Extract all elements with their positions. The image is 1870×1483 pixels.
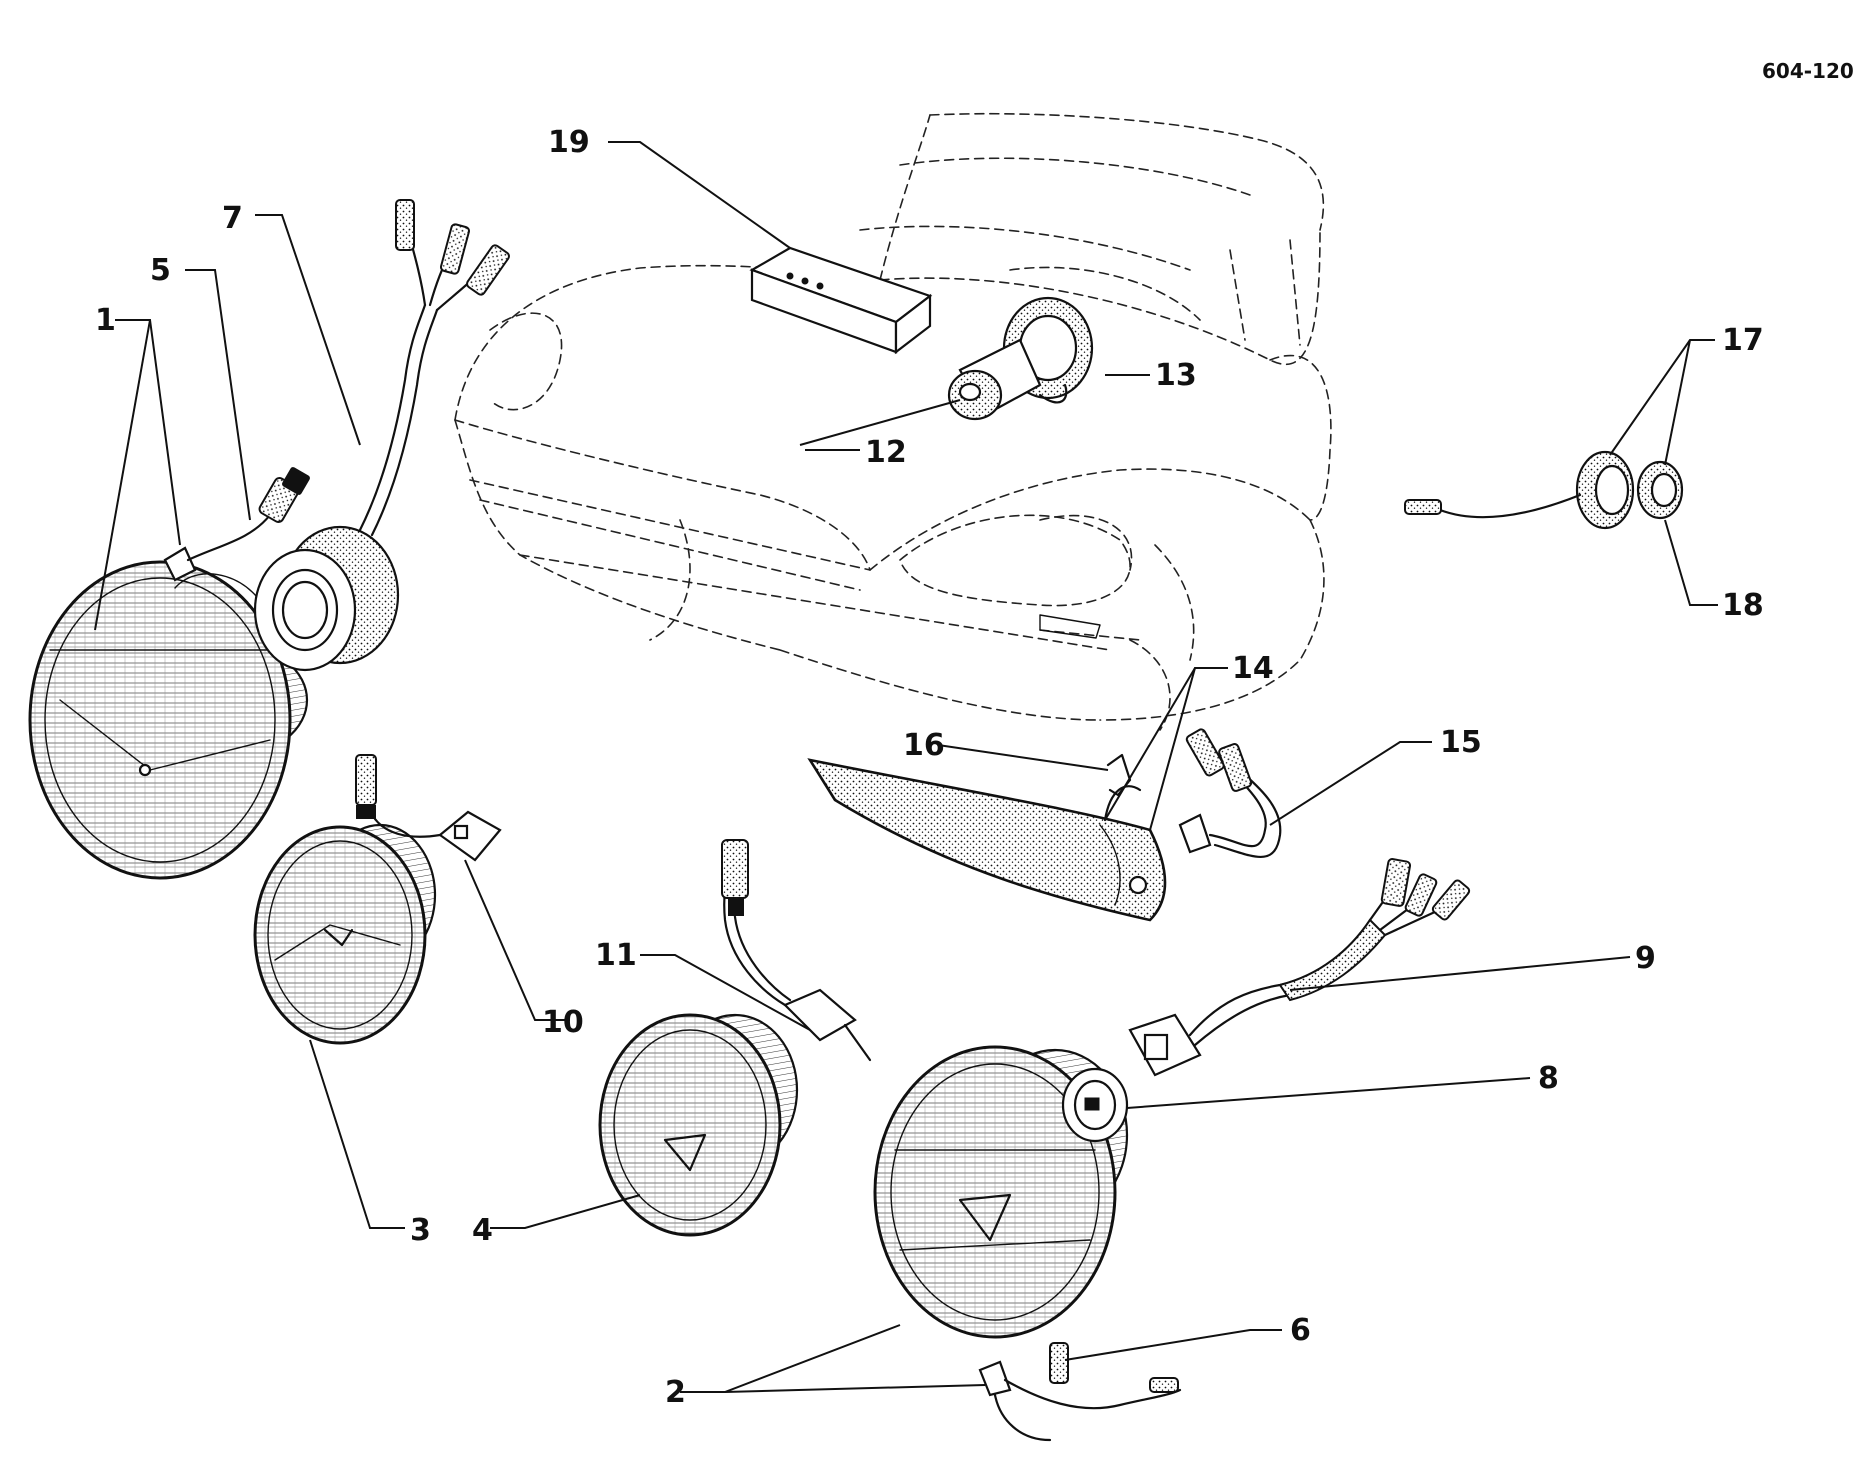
callout-15: 15 xyxy=(1440,725,1482,760)
callout-1: 1 xyxy=(95,303,116,338)
callout-18: 18 xyxy=(1722,588,1764,623)
part-10-connector xyxy=(355,754,502,862)
part-7-lamp-socket xyxy=(253,199,510,672)
callout-4: 4 xyxy=(472,1213,493,1248)
callout-2: 2 xyxy=(665,1375,686,1410)
callout-10: 10 xyxy=(542,1005,584,1040)
part-8-socket xyxy=(1061,1067,1129,1143)
callout-16: 16 xyxy=(903,728,945,763)
callout-6: 6 xyxy=(1290,1313,1311,1348)
callout-8: 8 xyxy=(1538,1061,1559,1096)
part-1-headlamp xyxy=(28,560,309,880)
part-19-module xyxy=(749,246,933,355)
part-15-bulb-holder xyxy=(1178,728,1282,858)
part-9-wiring-harness xyxy=(1128,858,1471,1077)
callout-17: 17 xyxy=(1722,323,1764,358)
figure-code: 604-120 xyxy=(1762,59,1854,83)
callout-9: 9 xyxy=(1635,941,1656,976)
callout-13: 13 xyxy=(1155,358,1197,393)
callout-labels: 1 2 3 4 5 6 7 8 9 10 11 12 13 14 15 16 1… xyxy=(95,125,1764,1410)
car-body-outline xyxy=(454,112,1332,731)
part-3-headlamp xyxy=(253,823,437,1045)
callout-7: 7 xyxy=(222,201,243,236)
part-12-13-horn xyxy=(947,296,1094,421)
callout-12: 12 xyxy=(865,435,907,470)
callout-19: 19 xyxy=(548,125,590,160)
callout-3: 3 xyxy=(410,1213,431,1248)
part-16-clip xyxy=(1106,753,1132,797)
leader-lines xyxy=(94,141,1718,1393)
callout-5: 5 xyxy=(150,253,171,288)
part-17-18-lamp-unit xyxy=(1404,450,1684,530)
part-11-connector xyxy=(721,839,872,1062)
part-5-bulb-holder xyxy=(163,467,310,582)
part-14-indicator xyxy=(807,758,1167,922)
callout-11: 11 xyxy=(595,938,637,973)
callout-14: 14 xyxy=(1232,651,1274,686)
part-4-headlamp xyxy=(598,1013,799,1237)
part-6-wire xyxy=(978,1342,1182,1442)
